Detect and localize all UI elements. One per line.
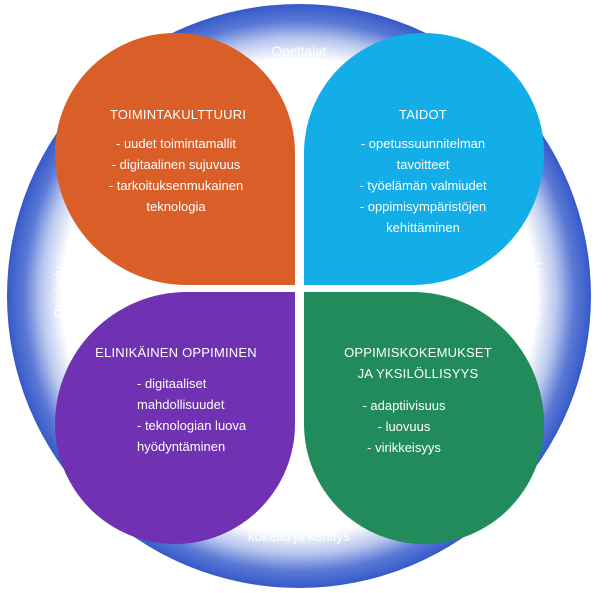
- quadrant-item: - oppimisympäristöjen: [360, 199, 486, 214]
- quadrant-item: - digitaalinen sujuvuus: [112, 157, 241, 172]
- quadrant-item: hyödyntäminen: [137, 439, 225, 454]
- ring-label-top: Opettajat: [272, 44, 327, 59]
- quadrant-oppimiskokemukset: OPPIMISKOKEMUKSET JA YKSILÖLLISYYS - ada…: [304, 292, 544, 544]
- leaf-bottom-right: [304, 292, 544, 544]
- ring-label-right: Harjoittelu: [529, 262, 544, 323]
- quadrant-item: mahdollisuudet: [137, 397, 225, 412]
- quadrant-title: JA YKSILÖLLISYYS: [358, 366, 479, 381]
- leaf-top-left: [55, 33, 295, 285]
- quadrant-item: - tarkoituksenmukainen: [109, 178, 243, 193]
- quadrant-title: OPPIMISKOKEMUKSET: [344, 345, 492, 360]
- quadrant-item: teknologia: [146, 199, 206, 214]
- quadrant-title: TOIMINTAKULTTUURI: [110, 107, 246, 122]
- quadrant-title: ELINIKÄINEN OPPIMINEN: [95, 345, 257, 360]
- quadrant-item: - adaptiivisuus: [362, 398, 446, 413]
- quadrant-title: TAIDOT: [399, 107, 447, 122]
- quadrant-taidot: TAIDOT - opetussuunnitelman tavoitteet -…: [304, 33, 544, 285]
- quadrant-item: - luovuus: [378, 419, 431, 434]
- ring-label-bottom-line1: Tutkimus,: [270, 508, 328, 523]
- quadrant-item: - uudet toimintamallit: [116, 136, 236, 151]
- quadrant-elinikainen-oppiminen: ELINIKÄINEN OPPIMINEN - digitaaliset mah…: [55, 292, 295, 544]
- quadrant-item: - opetussuunnitelman: [361, 136, 485, 151]
- quadrant-item: - teknologian luova: [137, 418, 247, 433]
- quadrant-item: - virikkeisyys: [367, 440, 441, 455]
- leaf-top-right: [304, 33, 544, 285]
- quadrant-toimintakulttuuri: TOIMINTAKULTTUURI - uudet toimintamallit…: [55, 33, 295, 285]
- leaf-bottom-left: [55, 292, 295, 544]
- ring-label-left: Opiskelu: [52, 266, 67, 319]
- quadrant-item: - digitaaliset: [137, 376, 207, 391]
- ring-label-bottom-line2: kokeilu ja kehitys: [248, 529, 350, 544]
- quadrant-item: kehittäminen: [386, 220, 460, 235]
- quadrant-item: tavoitteet: [397, 157, 450, 172]
- quadrant-item: - työelämän valmiudet: [359, 178, 487, 193]
